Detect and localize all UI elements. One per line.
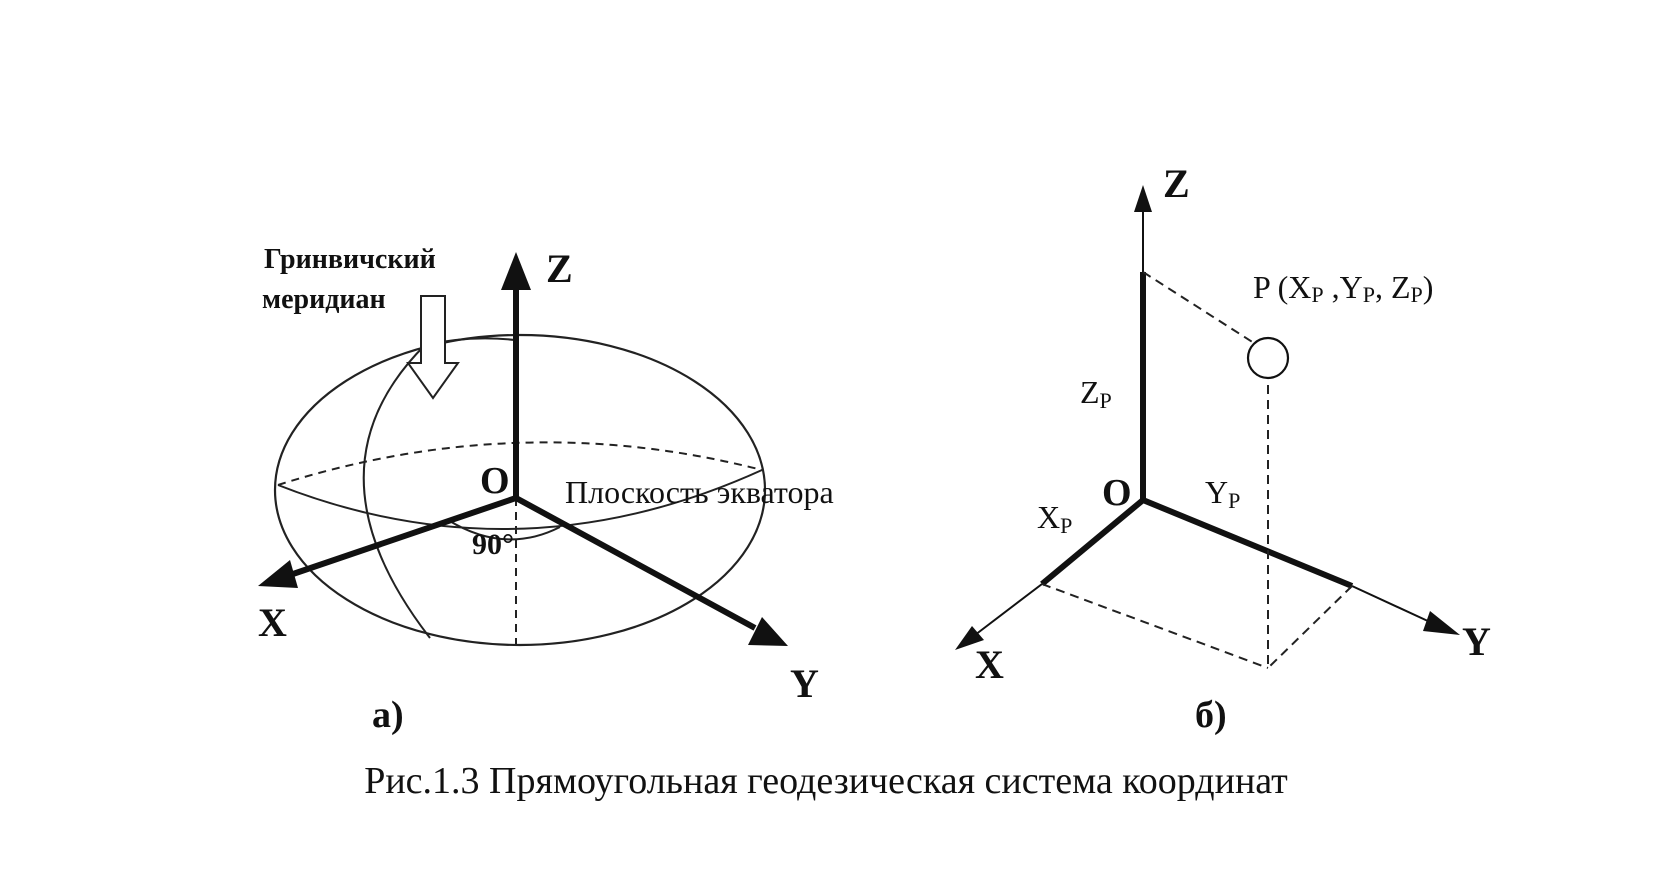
- equator-plane-label: Плоскость экватора: [565, 474, 834, 510]
- y-axis-arrowhead: [748, 617, 788, 646]
- x-axis-arrowhead: [258, 560, 298, 588]
- ellipsoid-outline: [273, 333, 767, 647]
- right-angle-arc: [447, 519, 561, 541]
- panel-a-x-label: X: [258, 600, 287, 645]
- z-axis-arrowhead: [501, 252, 531, 290]
- point-p-marker: [1246, 336, 1290, 380]
- equator-front: [277, 469, 763, 530]
- b-x-axis-arrowhead: [955, 626, 984, 650]
- xp-label: XP: [1037, 499, 1072, 538]
- meridian-label-line1: Гринвичский: [264, 244, 436, 275]
- b-z-axis-arrowhead: [1134, 185, 1152, 212]
- yp-label: YP: [1205, 474, 1240, 513]
- panel-a-diagram: Z X Y O 90° Гринвичский меридиан Плоскос…: [258, 244, 834, 736]
- greenwich-arrow-icon: [406, 295, 460, 400]
- equator-back-dashed: [277, 441, 763, 486]
- panel-b-caption-label: б): [1195, 694, 1227, 736]
- panel-a-angle-label: 90°: [472, 528, 514, 561]
- panel-b-diagram: Z X Y O ZP XP YP P (XP ,YP, ZP) б): [955, 161, 1491, 736]
- b-y-axis-arrowhead: [1423, 611, 1460, 635]
- panel-b-z-label: Z: [1163, 161, 1190, 206]
- panel-a-y-label: Y: [790, 661, 819, 706]
- b-yp-segment: [1141, 497, 1354, 589]
- point-p-coordinates-label: P (XP ,YP, ZP): [1253, 269, 1433, 307]
- zp-label: ZP: [1080, 374, 1112, 413]
- meridian-label-line2: меридиан: [262, 284, 386, 315]
- b-xp-segment: [1040, 497, 1145, 587]
- panel-b-y-label: Y: [1462, 619, 1491, 664]
- panel-b-origin-label: O: [1102, 472, 1132, 514]
- greenwich-meridian-line: [362, 344, 431, 639]
- x-axis-line: [289, 495, 517, 578]
- y-axis-line: [514, 495, 757, 631]
- b-y-axis-thin: [1351, 585, 1431, 623]
- panel-b-x-label: X: [975, 642, 1004, 687]
- b-dashed-construction: [1041, 271, 1353, 669]
- b-x-axis-thin: [974, 583, 1043, 636]
- panel-a-origin-label: O: [480, 460, 510, 502]
- panel-a-z-label: Z: [546, 246, 573, 291]
- panel-a-caption-label: а): [372, 694, 404, 736]
- figure-caption: Рис.1.3 Прямоугольная геодезическая сист…: [364, 760, 1288, 802]
